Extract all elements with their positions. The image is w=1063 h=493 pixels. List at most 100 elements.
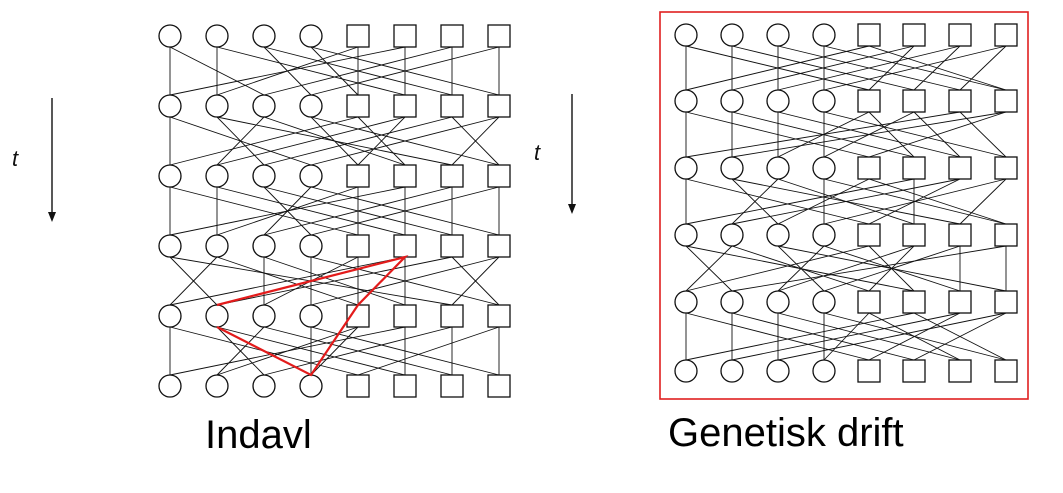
drift-descent-line xyxy=(685,178,870,225)
inbreeding-descent-line xyxy=(263,186,312,236)
drift-descent-line xyxy=(777,312,961,361)
drift-female-node xyxy=(720,156,744,180)
drift-descent-line xyxy=(731,45,915,91)
drift-descent-line xyxy=(731,178,961,225)
drift-male-node xyxy=(902,89,926,113)
drift-descent-line xyxy=(913,111,961,158)
inbreeding-female-node xyxy=(158,164,182,188)
drift-descent-line xyxy=(823,178,1007,225)
drift-male-node xyxy=(857,223,881,247)
drift-descent-line xyxy=(913,312,1007,361)
inbreeding-female-node xyxy=(205,304,229,328)
drift-descent-line xyxy=(685,245,915,292)
drift-male-node xyxy=(948,89,972,113)
inbreeding-female-node xyxy=(252,94,276,118)
inbreeding-descent-line xyxy=(169,186,359,236)
drift-descent-line xyxy=(823,111,1007,158)
inbreeding-female-node xyxy=(252,24,276,48)
inbreeding-descent-line xyxy=(310,46,359,96)
inbreeding-male-node xyxy=(440,374,464,398)
genetic-drift-pedigree xyxy=(674,23,1018,383)
inbreeding-female-node xyxy=(299,164,323,188)
inbreeding-female-node xyxy=(205,24,229,48)
inbreeding-loop-highlight xyxy=(216,254,409,377)
drift-female-node xyxy=(812,290,836,314)
inbreeding-male-node xyxy=(346,24,370,48)
drift-descent-line xyxy=(823,312,1007,361)
inbreeding-male-node xyxy=(487,164,511,188)
drift-male-node xyxy=(948,23,972,47)
inbreeding-descent-line xyxy=(451,116,500,166)
inbreeding-descent-line xyxy=(263,256,406,306)
drift-descent-line xyxy=(777,178,870,225)
drift-female-node xyxy=(812,89,836,113)
inbreeding-descent-line xyxy=(263,46,453,96)
drift-descent-line xyxy=(685,312,870,361)
inbreeding-descent-line xyxy=(216,116,406,166)
drift-female-node xyxy=(720,290,744,314)
inbreeding-descent-line xyxy=(310,46,500,96)
inbreeding-descent-line xyxy=(216,186,406,236)
inbreeding-descent-line xyxy=(357,326,500,376)
drift-female-node xyxy=(812,156,836,180)
drift-male-node xyxy=(857,89,881,113)
drift-male-node xyxy=(902,156,926,180)
inbreeding-female-node xyxy=(299,24,323,48)
inbreeding-male-node xyxy=(393,24,417,48)
inbreeding-female-node xyxy=(252,234,276,258)
drift-female-node xyxy=(674,223,698,247)
drift-female-node xyxy=(766,23,790,47)
drift-male-node xyxy=(857,359,881,383)
inbreeding-descent-line xyxy=(216,326,406,376)
inbreeding-female-node xyxy=(158,234,182,258)
drift-descent-line xyxy=(868,111,915,158)
inbreeding-male-node xyxy=(393,374,417,398)
time-label-left: t xyxy=(12,146,19,171)
inbreeding-male-node xyxy=(440,94,464,118)
drift-female-node xyxy=(766,223,790,247)
drift-descent-line xyxy=(959,111,1007,158)
drift-descent-line xyxy=(685,45,870,91)
inbreeding-descent-line xyxy=(263,186,453,236)
inbreeding-male-node xyxy=(346,164,370,188)
drift-descent-line xyxy=(777,111,961,158)
inbreeding-male-node xyxy=(346,94,370,118)
inbreeding-male-node xyxy=(346,374,370,398)
drift-female-node xyxy=(812,23,836,47)
caption-inbreeding: Indavl xyxy=(205,413,312,457)
inbreeding-descent-line xyxy=(263,326,453,376)
drift-descent-line xyxy=(777,245,1007,292)
drift-male-node xyxy=(902,223,926,247)
genetic-drift-frame xyxy=(659,11,1029,400)
inbreeding-female-node xyxy=(205,164,229,188)
inbreeding-female-node xyxy=(252,374,276,398)
drift-female-node xyxy=(674,23,698,47)
drift-male-node xyxy=(902,23,926,47)
drift-male-node xyxy=(948,156,972,180)
drift-descent-line xyxy=(777,312,1007,361)
inbreeding-descent-line xyxy=(169,116,359,166)
drift-descent-line xyxy=(868,45,915,91)
drift-descent-line xyxy=(731,245,1007,292)
drift-male-node xyxy=(902,359,926,383)
inbreeding-descent-line xyxy=(310,326,359,376)
inbreeding-female-node xyxy=(299,94,323,118)
drift-descent-line xyxy=(685,245,733,292)
drift-female-node xyxy=(674,156,698,180)
inbreeding-descent-line xyxy=(263,46,312,96)
inbreeding-female-node xyxy=(158,304,182,328)
inbreeding-female-node xyxy=(158,24,182,48)
drift-descent-line xyxy=(777,245,915,292)
inbreeding-descent-line xyxy=(169,46,265,96)
drift-descent-line xyxy=(685,111,870,158)
inbreeding-descent-line xyxy=(310,326,500,376)
inbreeding-male-node xyxy=(440,304,464,328)
inbreeding-female-node xyxy=(205,94,229,118)
drift-female-node xyxy=(766,290,790,314)
inbreeding-male-node xyxy=(487,24,511,48)
drift-female-node xyxy=(812,359,836,383)
drift-female-node xyxy=(720,359,744,383)
inbreeding-descent-line xyxy=(216,326,359,376)
time-arrow-right xyxy=(568,94,576,214)
